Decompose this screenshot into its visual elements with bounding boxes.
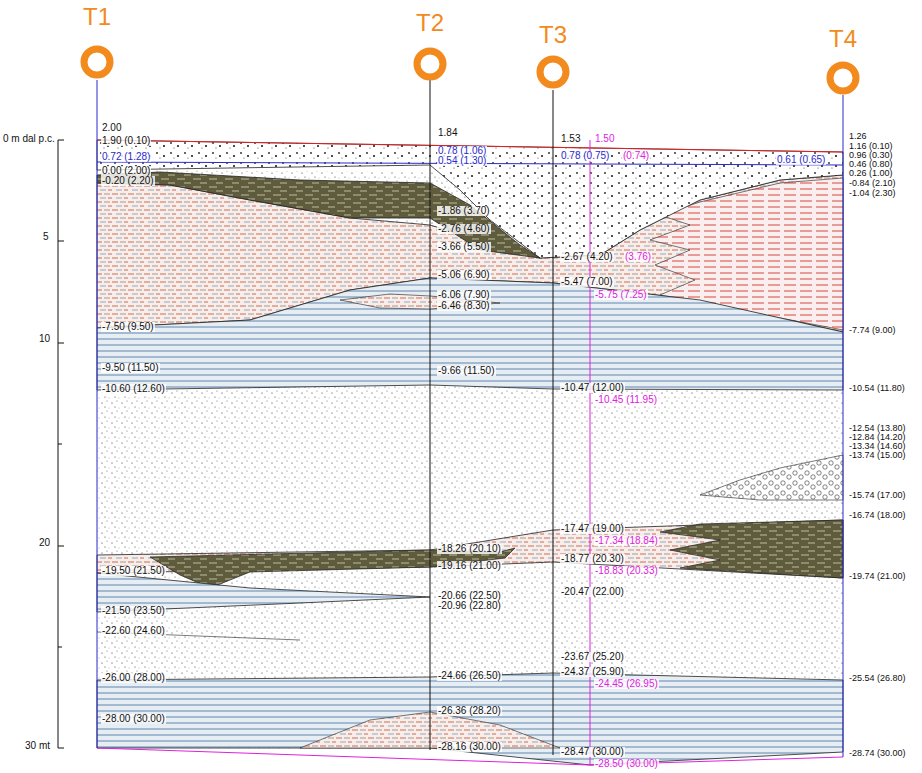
depth-label: -28.00 (30.00) xyxy=(101,714,166,724)
depth-label: -13.74 (15.00) xyxy=(848,451,907,460)
depth-label: -3.66 (5.50) xyxy=(437,242,491,252)
depth-label: 0.72 (1.28) xyxy=(101,152,151,162)
depth-label: -24.45 (26.95) xyxy=(594,679,659,689)
depth-label: -9.66 (11.50) xyxy=(437,366,496,376)
depth-label: 0.26 (1.00) xyxy=(848,169,894,178)
depth-label: -17.47 (19.00) xyxy=(560,524,625,534)
scale-label: 0 m dal p.c. xyxy=(2,134,56,144)
depth-label: -26.00 (28.00) xyxy=(101,673,166,683)
borehole-label: T1 xyxy=(67,4,127,30)
scale-label: 30 mt xyxy=(24,741,51,751)
depth-label: 0.96 (0.30) xyxy=(848,151,894,160)
depth-label: -18.83 (20.33) xyxy=(594,566,659,576)
depth-label: -0.84 (2.10) xyxy=(848,179,897,188)
depth-label: -9.50 (11.50) xyxy=(101,363,160,373)
depth-label: -24.66 (26.50) xyxy=(437,671,502,681)
depth-label: -5.75 (7.25) xyxy=(594,290,648,300)
depth-label: -5.06 (6.90) xyxy=(437,270,491,280)
depth-label: -22.60 (24.60) xyxy=(101,626,166,636)
depth-label: -10.45 (11.95) xyxy=(594,395,658,405)
borehole-label: T3 xyxy=(523,22,583,48)
scale-label: 10 xyxy=(38,334,51,344)
depth-label: 1.90 (0.10) xyxy=(101,136,151,146)
depth-label: 0.78 (0.75) xyxy=(560,151,610,161)
depth-label: -12.84 (14.20) xyxy=(848,433,907,442)
depth-label: -5.47 (7.00) xyxy=(560,277,614,287)
depth-label: -19.74 (21.00) xyxy=(848,572,907,581)
depth-label: 1.53 xyxy=(560,134,581,144)
borehole-marker: T1 xyxy=(67,4,127,84)
borehole-label: T2 xyxy=(400,10,460,36)
depth-label: -6.46 (8.30) xyxy=(437,301,491,311)
depth-label: -21.50 (23.50) xyxy=(101,606,166,616)
depth-label: -12.54 (13.80) xyxy=(848,424,907,433)
depth-label: -6.06 (7.90) xyxy=(437,290,491,300)
depth-label: 2.00 xyxy=(101,123,122,133)
depth-label: -28.16 (30.00) xyxy=(437,742,502,752)
depth-label: -7.74 (9.00) xyxy=(848,326,897,335)
depth-label: -26.36 (28.20) xyxy=(437,706,502,716)
depth-label: 0.61 (0.65) xyxy=(776,155,826,165)
depth-label: 1.26 xyxy=(848,132,868,141)
depth-label: -20.47 (22.00) xyxy=(560,587,625,597)
depth-label: -19.50 (21.50) xyxy=(101,566,166,576)
depth-label: -25.54 (26.80) xyxy=(848,674,907,683)
depth-label: 0.00 (2.00) xyxy=(101,166,151,176)
depth-label: -20.96 (22.80) xyxy=(437,601,502,611)
depth-label: 0.46 (0.80) xyxy=(848,160,894,169)
depth-label: -28.74 (30.00) xyxy=(848,749,907,758)
depth-label: -2.76 (4.60) xyxy=(437,224,491,234)
depth-label: -10.47 (12.00) xyxy=(560,383,625,393)
depth-label: -0.20 (2.20) xyxy=(101,176,155,186)
depth-label: -7.50 (9.50) xyxy=(101,322,155,332)
depth-label: -18.77 (20.30) xyxy=(560,554,625,564)
depth-label: -10.60 (12.60) xyxy=(101,384,166,394)
depth-label: 1.16 (0.10) xyxy=(848,142,894,151)
depth-label: -28.47 (30.00) xyxy=(560,747,625,757)
depth-label: -15.74 (17.00) xyxy=(848,491,907,500)
depth-label: -16.74 (18.00) xyxy=(848,511,907,520)
depth-label: -17.34 (18.84) xyxy=(594,536,659,546)
depth-label: -2.67 (4.20) xyxy=(560,252,614,262)
depth-label: -1.04 (2.30) xyxy=(848,189,897,198)
depth-label: 0.54 (1.30) xyxy=(437,156,487,166)
depth-label: -19.16 (21.00) xyxy=(437,561,502,571)
depth-label: -1.86 (3.70) xyxy=(437,206,491,216)
depth-label: -23.67 (25.20) xyxy=(560,652,625,662)
borehole-marker: T4 xyxy=(813,26,873,106)
depth-label: -24.37 (25.90) xyxy=(560,667,625,677)
scale-label: 5 xyxy=(42,232,50,242)
depth-label: -28.50 (30.00) xyxy=(594,759,659,769)
depth-label: 0.78 (1.06) xyxy=(437,146,487,156)
borehole-marker: T3 xyxy=(523,22,583,102)
depth-label: 1.84 xyxy=(437,128,458,138)
borehole-label: T4 xyxy=(813,26,873,52)
depth-label: (3.76) xyxy=(624,252,652,262)
depth-label: -13.34 (14.60) xyxy=(848,442,907,451)
depth-label: -20.66 (22.50) xyxy=(437,591,502,601)
depth-label: -18.26 (20.10) xyxy=(437,544,502,554)
depth-label: -10.54 (11.80) xyxy=(848,384,906,393)
scale-label: 20 xyxy=(38,538,51,548)
depth-label: 1.50 xyxy=(594,134,615,144)
borehole-marker: T2 xyxy=(400,10,460,90)
depth-label: (0.74) xyxy=(622,151,650,161)
